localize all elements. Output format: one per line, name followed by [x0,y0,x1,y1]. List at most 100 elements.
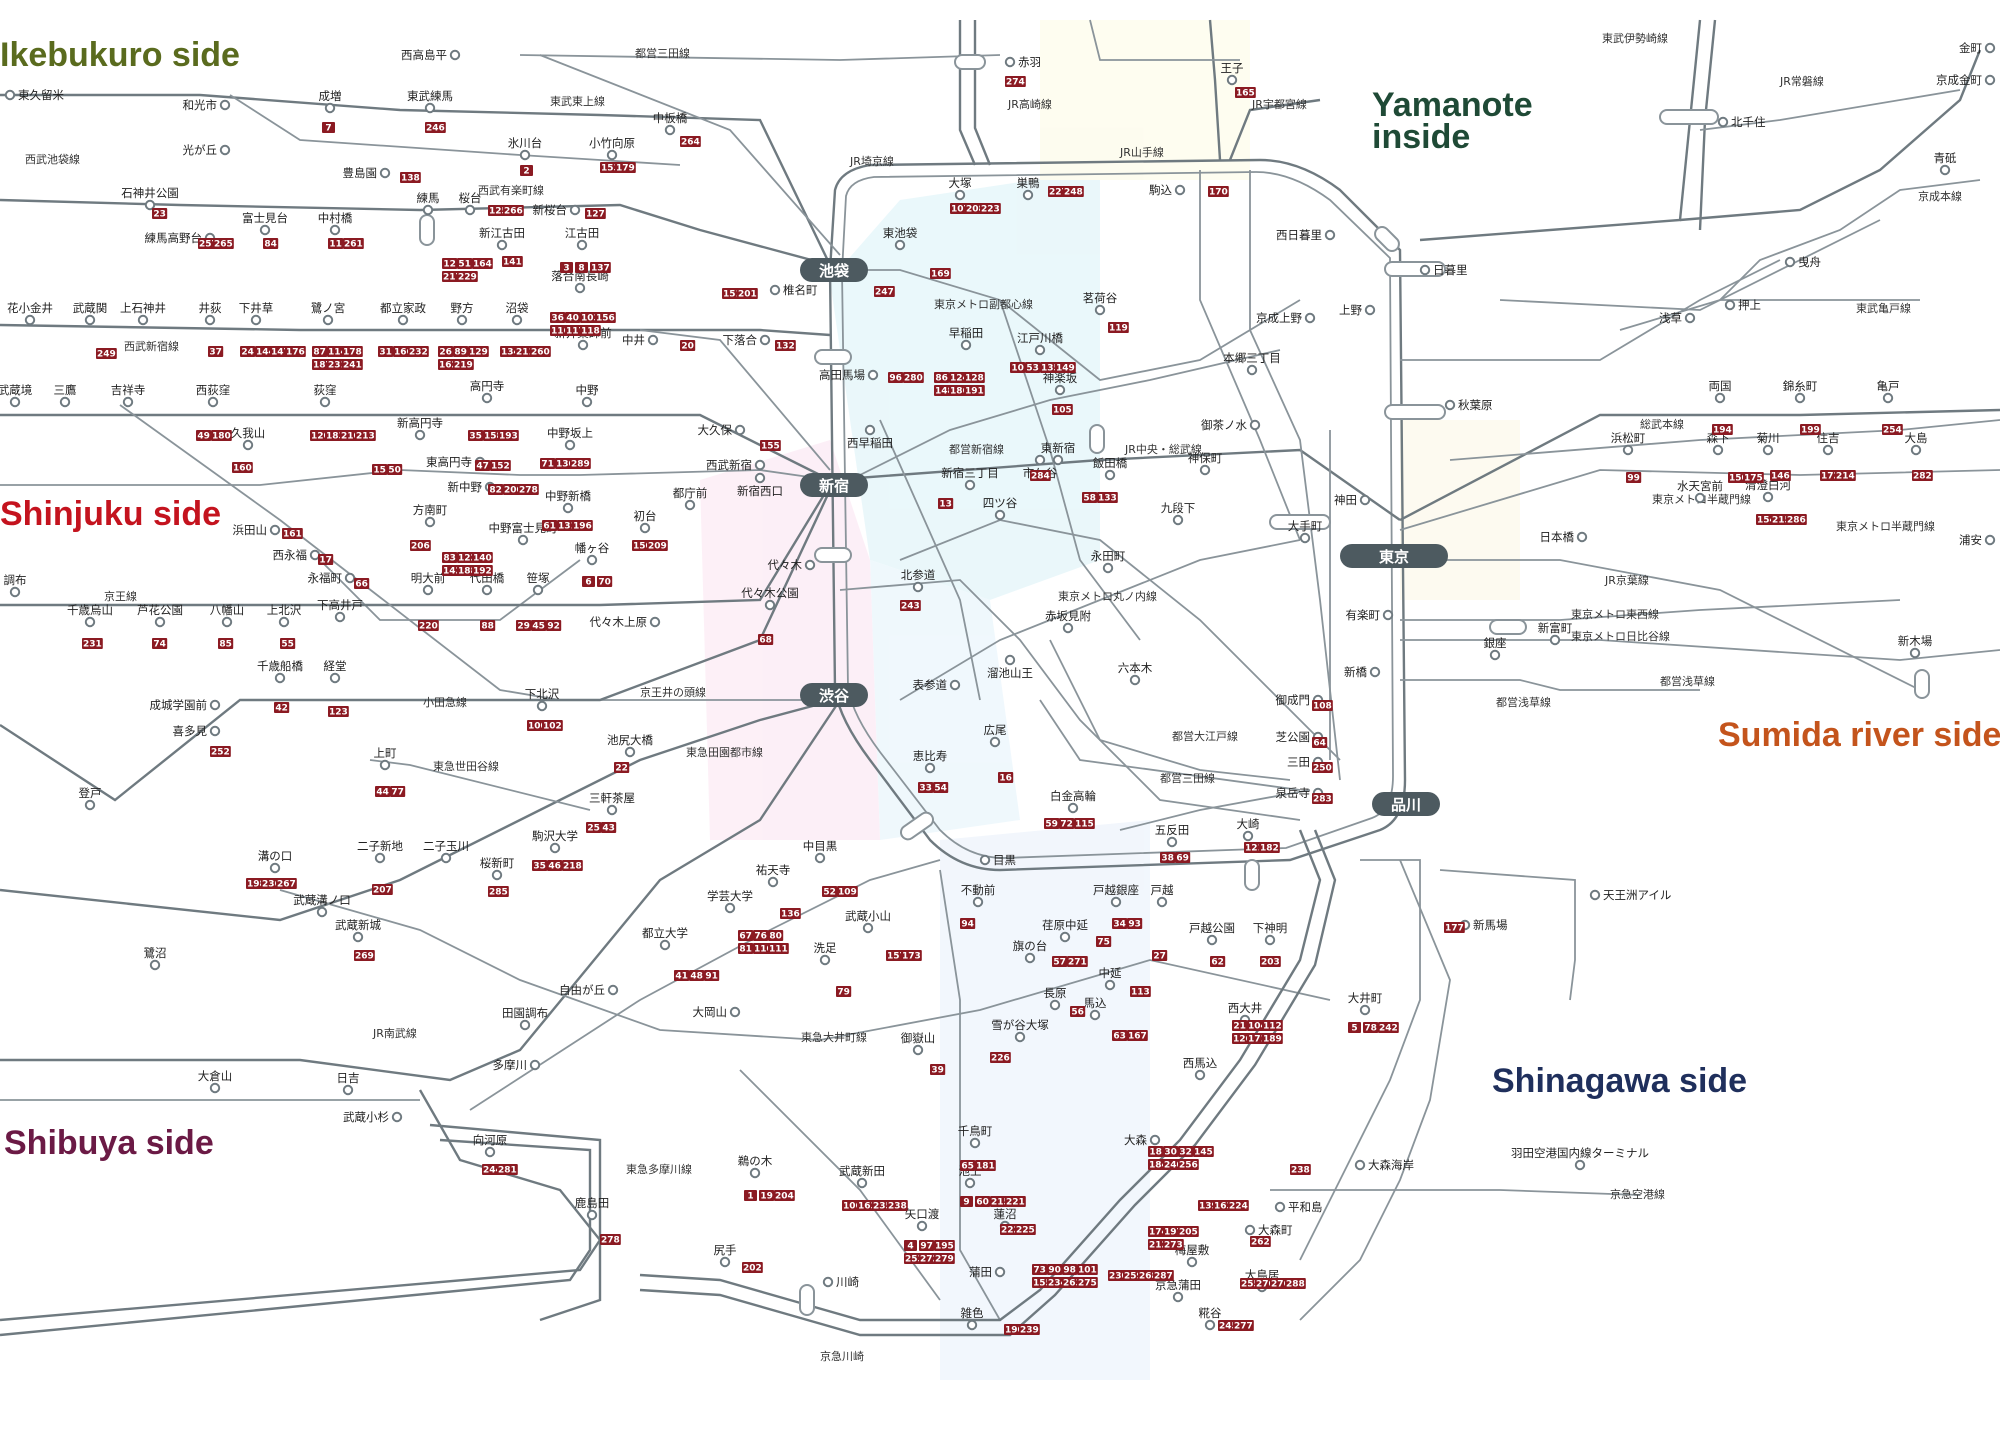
station-label: 九段下 [1161,501,1196,515]
route-badge-number: 137 [591,264,610,274]
route-badge-number: 60 [976,1198,989,1208]
station-label: 武蔵新田 [839,1164,885,1178]
station-dot [1694,492,1706,504]
route-badge-number: 101 [1078,1266,1097,1276]
station-akabane: 赤羽 [1004,55,1041,69]
station-dot [864,424,876,436]
station-label: 神保町 [1188,451,1223,465]
station-dot [964,1177,976,1189]
station-dot [1882,392,1894,404]
route-badge-number: 112 [1263,1022,1282,1032]
station-shimokitazawa: 下北沢 [525,687,560,712]
station-label: 鵜の木 [738,1154,773,1168]
route-badge [152,638,168,649]
route-badge-number: 176 [286,348,305,358]
route-badge [387,464,403,475]
station-magome: 馬込 [1084,996,1107,1021]
route-badge-number: 163 [858,1202,877,1212]
route-badge [1235,87,1256,98]
route-badge [372,884,393,895]
station-dot [209,699,221,711]
route-badge [472,552,493,563]
station-dot [724,902,736,914]
station-label: 武蔵境 [0,383,32,397]
station-dot [574,282,586,294]
route-badge-number: 165 [1236,89,1255,99]
route-badge-number: 199 [1801,426,1820,436]
station-sasazuka: 笹塚 [527,571,550,596]
station-dot [1226,74,1238,86]
station-label: 川崎 [836,1275,859,1289]
station-yukigaya: 雪が谷大塚 [991,1018,1049,1043]
route-badge-number: 203 [1261,958,1280,968]
station-dot [322,314,334,326]
route-badge-number: 83 [443,554,456,564]
station-label: 不動前 [961,883,996,897]
station-label: 沼袋 [506,301,529,315]
station-dot [122,396,134,408]
station-label: 桜新町 [480,856,515,870]
route-badge [342,346,363,357]
station-kagurazaka: 神楽坂 [1043,371,1078,396]
station-label: 芝公園 [1276,730,1311,744]
station-dot [1939,164,1951,176]
route-badge-number: 84 [264,240,277,250]
route-badge [475,460,491,471]
station-label: 池尻大橋 [607,733,653,747]
route-badge-number: 1 [747,1192,753,1202]
line-label: JR埼京線 [849,154,894,168]
route-badge [354,578,370,589]
route-badge [888,372,904,383]
route-badge-number: 96 [889,374,902,384]
route-badge-number: 71 [541,460,554,470]
station-shintomicho: 新富町 [1538,621,1573,646]
station-ueno: 上野 [1339,303,1376,317]
route-badge [1074,818,1095,829]
route-badge-number: 116 [551,327,570,337]
station-omotesando: 表参道 [913,678,961,692]
station-label: 曳舟 [1798,255,1821,269]
station-dot [664,124,676,136]
route-badge-number: 182 [1260,844,1279,854]
route-badge-number: 105 [1053,406,1072,416]
route-badge [919,1240,935,1251]
station-label: 下北沢 [525,687,560,701]
route-badge-number: 46 [548,862,561,872]
station-dot [1762,491,1774,503]
station-dot [1419,264,1431,276]
station-dot [481,392,493,404]
station-dot [1549,634,1561,646]
route-badge-number: 145 [1194,1148,1213,1158]
station-label: 上野 [1339,303,1362,317]
line-label: 京急川崎 [820,1349,864,1363]
line-label: 西武新宿線 [124,339,179,353]
station-label: 富士見台 [242,211,288,225]
line-label: 都営浅草線 [1496,695,1551,709]
route-badge-number: 278 [601,1236,620,1246]
station-nakanobu: 中延 [1099,966,1122,991]
route-badge [960,918,976,929]
route-badge [518,484,539,495]
route-badge-number: 36 [551,314,564,324]
station-label: 鷺沼 [144,946,167,960]
station-dot [422,584,434,596]
station-jimbocho: 神保町 [1188,451,1223,476]
station-fujimidai: 富士見台 [242,211,288,236]
station-dot [924,762,936,774]
station-dot [1984,534,1996,546]
zone-shading [700,20,1520,1380]
route-badge-number: 81 [739,945,752,955]
station-saginomiya: 鷺ノ宮 [311,301,345,326]
route-badge-number: 259 [1124,1272,1143,1282]
route-badge [312,346,328,357]
route-badge-number: 274 [1006,78,1025,88]
station-noborito: 登戸 [79,786,102,811]
route-badge-number: 8 [578,264,584,274]
station-toshimaen: 豊島園 [343,166,391,180]
station-dot [414,429,426,441]
station-label: 大森海岸 [1368,1158,1414,1172]
route-badge-number: 149 [1056,364,1075,374]
route-badge-number: 156 [596,314,615,324]
station-label: 金町 [1959,41,1982,55]
route-badge [1112,1030,1128,1041]
